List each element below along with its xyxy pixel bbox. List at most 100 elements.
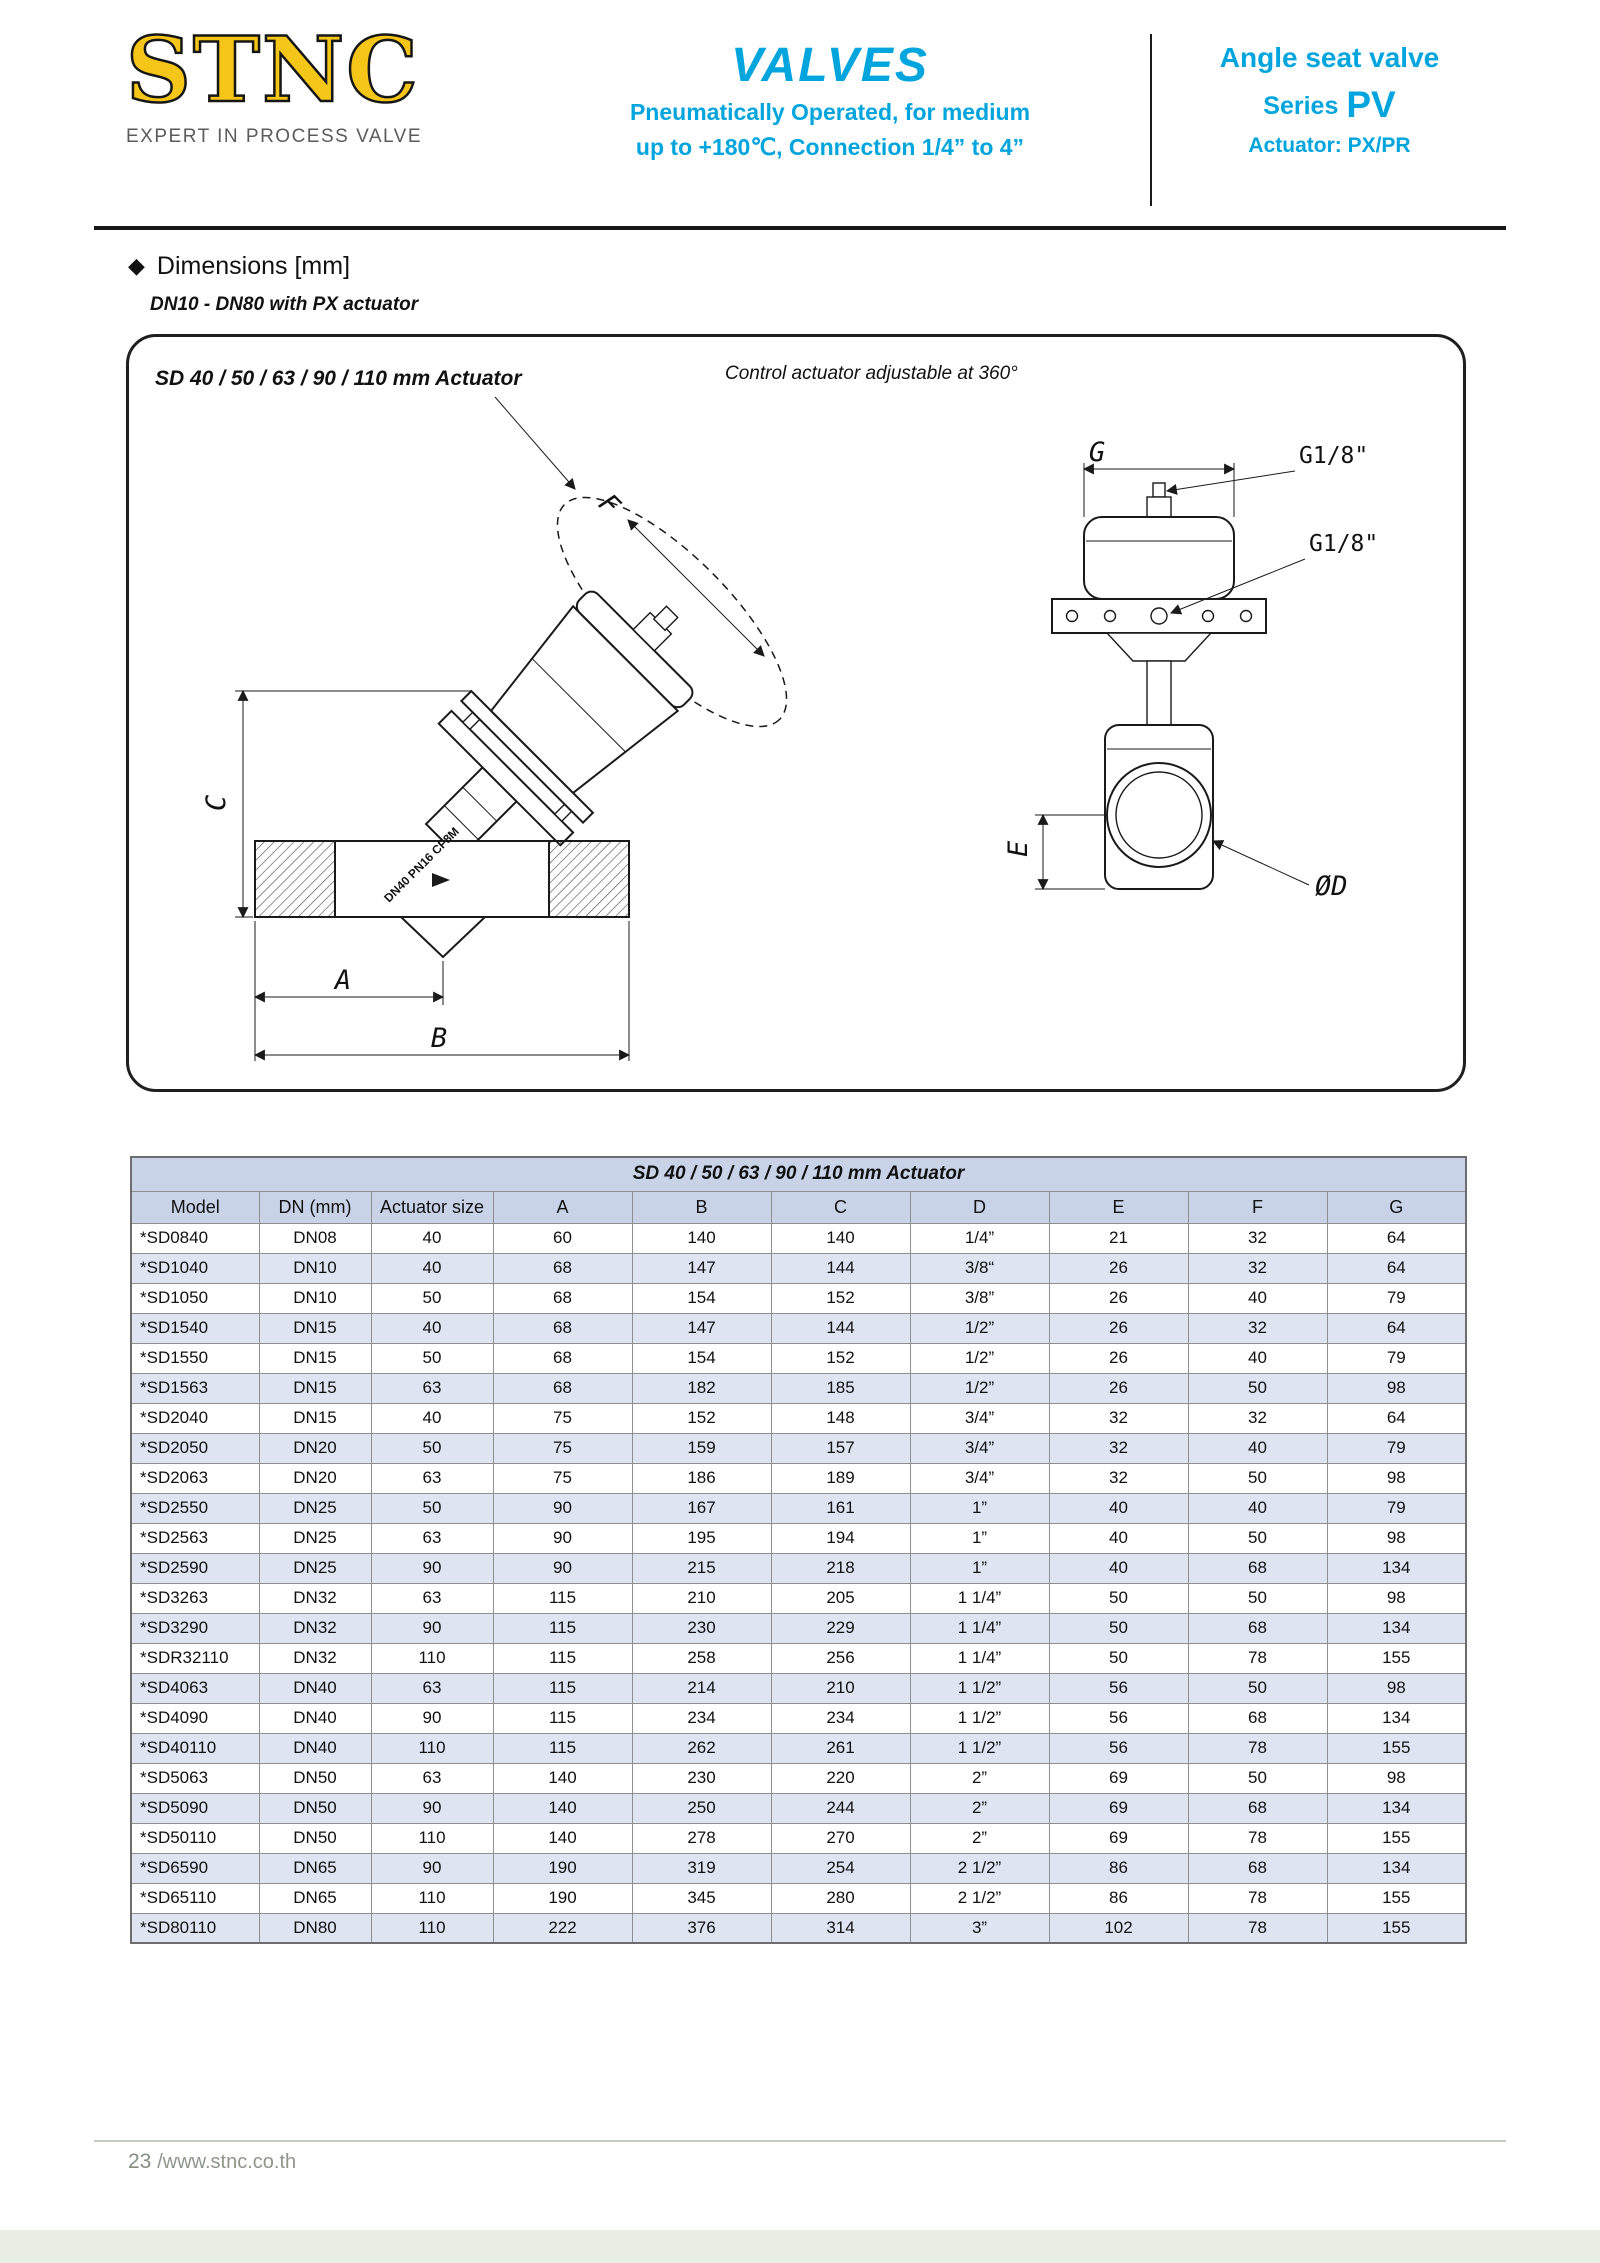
diagram-note: Control actuator adjustable at 360°	[725, 363, 1018, 384]
flow-arrow-icon	[432, 873, 450, 887]
left-port	[254, 840, 336, 918]
table-cell: 140	[770, 1222, 911, 1254]
table-cell: 376	[631, 1912, 772, 1944]
table-title-row: SD 40 / 50 / 63 / 90 / 110 mm Actuator	[130, 1156, 1467, 1192]
table-cell: 98	[1326, 1522, 1467, 1554]
table-cell: DN32	[258, 1642, 372, 1674]
section-subtitle: DN10 - DN80 with PX actuator	[150, 294, 419, 315]
caption-leader-arrow	[494, 396, 576, 490]
table-cell: DN32	[258, 1582, 372, 1614]
table-cell: 68	[1187, 1702, 1328, 1734]
table-cell: 115	[492, 1732, 633, 1764]
table-cell: *SD5090	[130, 1792, 260, 1824]
table-cell: 1”	[909, 1522, 1050, 1554]
table-cell: *SD4063	[130, 1672, 260, 1704]
table-cell: 194	[770, 1522, 911, 1554]
column-header: DN (mm)	[258, 1190, 372, 1224]
table-cell: 90	[370, 1792, 494, 1824]
actuator-note: Actuator: PX/PR	[1248, 134, 1411, 157]
table-cell: 280	[770, 1882, 911, 1914]
table-cell: 50	[1187, 1582, 1328, 1614]
table-cell: 50	[370, 1282, 494, 1314]
table-cell: *SD0840	[130, 1222, 260, 1254]
table-cell: 40	[370, 1402, 494, 1434]
table-cell: 68	[1187, 1852, 1328, 1884]
table-cell: 159	[631, 1432, 772, 1464]
table-cell: 1 1/2”	[909, 1702, 1050, 1734]
table-cell: 50	[1048, 1582, 1189, 1614]
table-cell: *SD40110	[130, 1732, 260, 1764]
table-cell: 78	[1187, 1732, 1328, 1764]
table-cell: 2 1/2”	[909, 1882, 1050, 1914]
table-cell: DN10	[258, 1252, 372, 1284]
table-cell: 1/2”	[909, 1342, 1050, 1374]
port-opening-inner	[1115, 771, 1203, 859]
flange-center-port	[1150, 607, 1168, 625]
table-cell: 157	[770, 1432, 911, 1464]
table-cell: 115	[492, 1642, 633, 1674]
angle-valve-side-view: DN40 PN16 CF8M F C A B	[201, 488, 788, 1061]
table-cell: 190	[492, 1852, 633, 1884]
product-name: Angle seat valve	[1219, 42, 1440, 73]
table-cell: 90	[370, 1702, 494, 1734]
table-cell: 50	[370, 1492, 494, 1524]
table-cell: DN65	[258, 1882, 372, 1914]
table-cell: DN40	[258, 1732, 372, 1764]
table-cell: 56	[1048, 1702, 1189, 1734]
table-cell: 230	[631, 1612, 772, 1644]
table-cell: 152	[770, 1342, 911, 1374]
port-label-top: G1/8"	[1299, 443, 1368, 469]
table-cell: 98	[1326, 1462, 1467, 1494]
table-cell: 230	[631, 1762, 772, 1794]
dimension-table: SD 40 / 50 / 63 / 90 / 110 mm Actuator M…	[130, 1156, 1468, 1944]
header-divider	[1150, 34, 1152, 206]
table-cell: 90	[492, 1552, 633, 1584]
table-cell: *SD2063	[130, 1462, 260, 1494]
table-cell: *SD2040	[130, 1402, 260, 1434]
table-cell: 86	[1048, 1882, 1189, 1914]
table-cell: *SD65110	[130, 1882, 260, 1914]
table-cell: 234	[631, 1702, 772, 1734]
table-cell: 26	[1048, 1342, 1189, 1374]
table-cell: 64	[1326, 1252, 1467, 1284]
table-cell: 75	[492, 1462, 633, 1494]
table-cell: 3/4”	[909, 1462, 1050, 1494]
table-cell: 79	[1326, 1342, 1467, 1374]
table-cell: *SD4090	[130, 1702, 260, 1734]
table-cell: 115	[492, 1612, 633, 1644]
series-label: Series	[1263, 92, 1339, 120]
flange-bolt	[1201, 609, 1215, 623]
table-cell: 63	[370, 1462, 494, 1494]
table-cell: 1 1/2”	[909, 1672, 1050, 1704]
table-cell: 90	[492, 1492, 633, 1524]
table-cell: 40	[1048, 1552, 1189, 1584]
table-cell: 63	[370, 1372, 494, 1404]
table-cell: DN15	[258, 1402, 372, 1434]
table-cell: 144	[770, 1312, 911, 1344]
table-cell: 63	[370, 1522, 494, 1554]
dim-label-g: G	[1089, 437, 1105, 468]
table-cell: *SD2050	[130, 1432, 260, 1464]
table-cell: 50	[1187, 1372, 1328, 1404]
table-cell: 3/8”	[909, 1282, 1050, 1314]
table-cell: 63	[370, 1582, 494, 1614]
table-cell: DN50	[258, 1762, 372, 1794]
diameter-label: ØD	[1315, 871, 1348, 902]
top-port-stub	[1146, 496, 1172, 520]
table-cell: *SDR32110	[130, 1642, 260, 1674]
table-cell: 50	[1187, 1762, 1328, 1794]
table-cell: *SD6590	[130, 1852, 260, 1884]
table-cell: 1 1/2”	[909, 1732, 1050, 1764]
table-cell: 1 1/4”	[909, 1642, 1050, 1674]
